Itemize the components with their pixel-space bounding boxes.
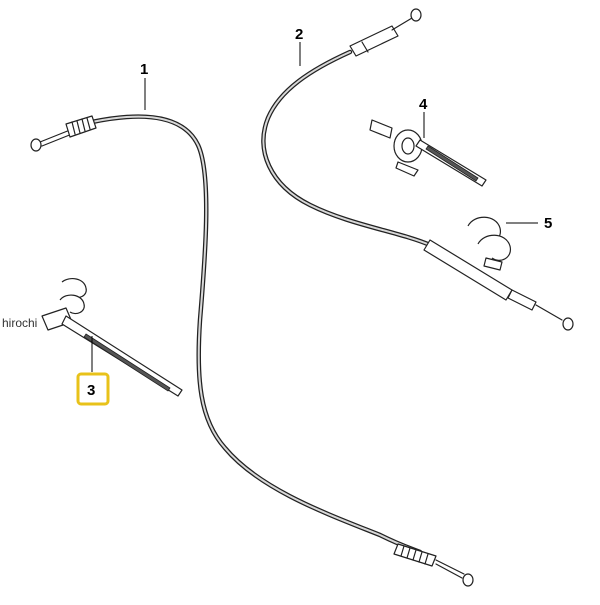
cable-1-lower-end (393, 543, 474, 587)
callout-5: 5 (544, 215, 552, 232)
callout-3: 3 (87, 382, 95, 399)
callout-3-highlight[interactable]: 3 (76, 372, 110, 406)
part-5-clip (467, 216, 512, 271)
callout-4: 4 (419, 96, 428, 113)
callout-3-frame (76, 372, 110, 406)
callout-2: 2 (295, 26, 303, 43)
cable-1 (30, 114, 474, 587)
leader-lines (91, 42, 538, 372)
part-3-cable-tie (41, 278, 183, 397)
cable-2 (261, 8, 574, 331)
part-4-cable-tie (369, 119, 487, 187)
cable-1-upper-end (30, 115, 97, 152)
watermark: hirochi (2, 316, 38, 330)
callout-1: 1 (140, 61, 148, 78)
